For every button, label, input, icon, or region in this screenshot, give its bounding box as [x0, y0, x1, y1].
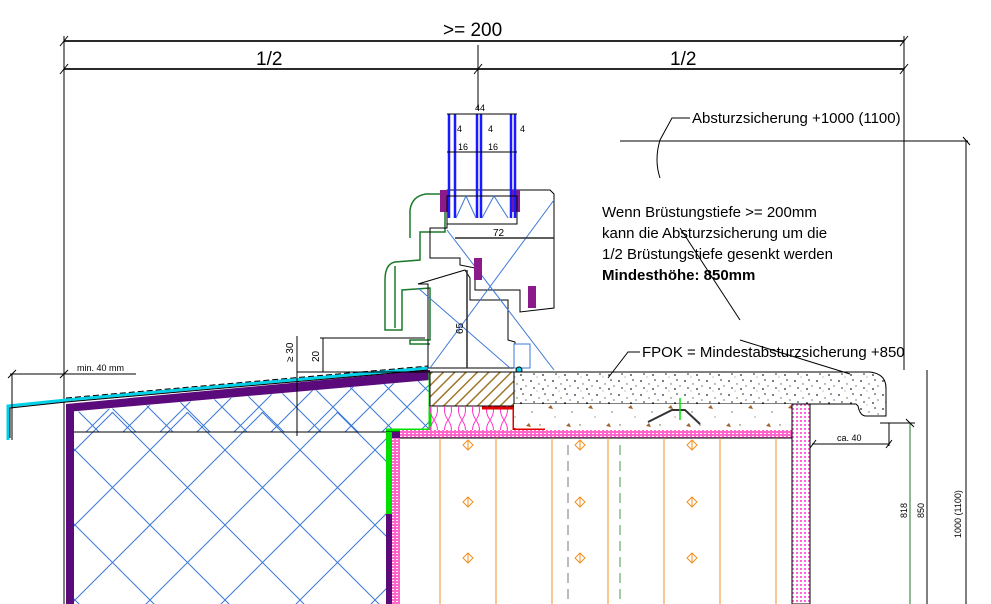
fastener-symbols [462, 439, 698, 564]
window-frame [384, 193, 446, 345]
leader-lines [607, 117, 851, 379]
triple-glazing [447, 114, 517, 218]
timber-block [429, 371, 515, 407]
dim-pane-3: 4 [520, 124, 526, 134]
dim-pane-2: 4 [488, 124, 494, 134]
timber-studs [439, 438, 777, 604]
annotation-note: Wenn Brüstungstiefe >= 200mm kann die Ab… [602, 202, 833, 286]
dim-pane-1: 4 [457, 124, 463, 134]
dim-cavity-1: 16 [458, 142, 469, 152]
dim-height-1000: 1000 (1100) [953, 490, 963, 538]
insulation [430, 406, 514, 430]
dim-upstand: 20 [311, 350, 322, 362]
dim-frame-depth: 72 [493, 228, 505, 239]
annotation-fpok: FPOK = Mindestabsturzsicherung +850 [642, 344, 905, 361]
note-line-1: Wenn Brüstungstiefe >= 200mm [602, 204, 817, 221]
screed [513, 371, 887, 417]
dim-height-818: 818 [899, 502, 909, 518]
dim-height-850: 850 [916, 502, 926, 518]
sash-frame [417, 189, 555, 371]
dim-total-depth: >= 200 [443, 20, 503, 41]
dim-sill-overhang-right: ca. 40 [837, 433, 862, 443]
note-line-3: 1/2 Brüstungstiefe gesenkt werden [602, 246, 833, 263]
dim-frame-height: 65 [455, 322, 466, 334]
dim-half-right: 1/2 [670, 49, 697, 70]
masonry-wall-hatch [66, 412, 386, 604]
dim-glass-total: 44 [475, 103, 486, 113]
annotation-fall-protection: Absturzsicherung +1000 (1100) [692, 110, 901, 127]
note-line-2: kann die Absturzsicherung um die [602, 225, 828, 242]
concrete [514, 404, 792, 428]
note-min-height: Mindesthöhe: 850mm [602, 267, 756, 284]
dim-sill-overhang: min. 40 mm [77, 363, 125, 373]
dim-upstand-min: ≥ 30 [285, 342, 296, 362]
right-height-dimensions [620, 136, 971, 604]
dim-half-left: 1/2 [256, 49, 283, 70]
top-dimension-chain [64, 40, 904, 70]
exterior-sill [6, 365, 430, 440]
dim-cavity-2: 16 [488, 142, 499, 152]
